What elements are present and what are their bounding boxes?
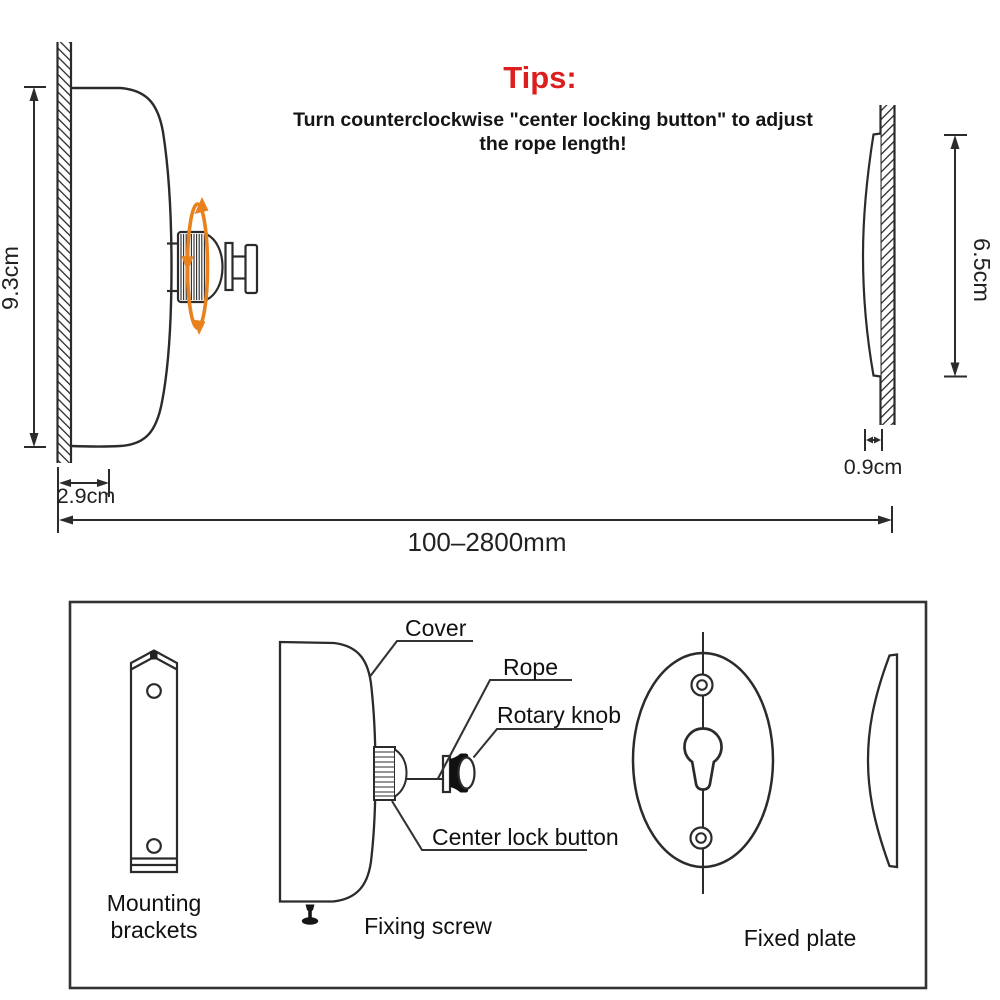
tips-line1: Turn counterclockwise "center locking bu… [293, 109, 813, 131]
dimension-span [59, 506, 893, 533]
center-lock-knob-drawing [373, 746, 408, 801]
depth-left-label: 2.9cm [57, 484, 116, 508]
fixed-plate-side-drawing [866, 653, 899, 869]
center-lock-label: Center lock button [432, 824, 619, 850]
leader-lines [369, 639, 603, 852]
center-lock-knob-side [176, 230, 224, 304]
dimension-depth-right [864, 429, 883, 451]
parts-box-border [68, 600, 928, 990]
mounting-bracket-drawing [129, 649, 179, 874]
tips-block: Tips: Turn counterclockwise "center lock… [293, 60, 813, 155]
cover-leader-line [369, 639, 473, 678]
rope-label: Rope [503, 654, 558, 680]
screw-hole-top [690, 673, 714, 697]
span-label: 100–2800mm [408, 527, 567, 557]
dimension-depth-left [57, 467, 110, 533]
rotation-arrow-icon [181, 197, 210, 335]
fixed-plate-wall-view [861, 105, 967, 451]
cover-drawing [278, 640, 476, 925]
fixed-plate-front-drawing [631, 632, 775, 894]
height-left-label: 9.3cm [0, 246, 23, 310]
fixing-screw-label: Fixing screw [364, 913, 492, 939]
tips-line2: the rope length! [479, 133, 626, 155]
wall-left [56, 42, 73, 463]
tips-title: Tips: [503, 60, 577, 95]
rotary-knob-leader-line [472, 727, 603, 759]
height-right-label: 6.5cm [969, 238, 995, 302]
mounting-label-line2: brackets [111, 917, 198, 943]
depth-right-label: 0.9cm [844, 455, 903, 479]
retractor-body-outline [70, 86, 173, 448]
fixed-plate-label: Fixed plate [744, 925, 857, 951]
rotary-knob-label: Rotary knob [497, 702, 621, 728]
fixing-screw-icon [301, 904, 319, 925]
cover-label: Cover [405, 615, 467, 641]
rotary-knob-drawing [441, 753, 476, 794]
retractor-side-view [24, 42, 893, 533]
dimension-labels: 9.3cm 2.9cm 100–2800mm 6.5cm 0.9cm [0, 238, 995, 557]
center-lock-leader-line [391, 800, 587, 852]
rope-leader-line [437, 678, 572, 779]
fixed-plate-side-outline [861, 132, 881, 378]
mounting-label-line1: Mounting [107, 890, 202, 916]
parts-box [68, 600, 928, 990]
dimension-height-right [944, 134, 967, 378]
wall-right [879, 105, 896, 425]
screw-hole-bottom [689, 826, 713, 850]
part-labels: Cover Rope Rotary knob Center lock butto… [107, 615, 857, 951]
keyhole [683, 727, 723, 791]
rotary-knob-side [224, 241, 259, 295]
dimension-height-left [24, 86, 46, 448]
